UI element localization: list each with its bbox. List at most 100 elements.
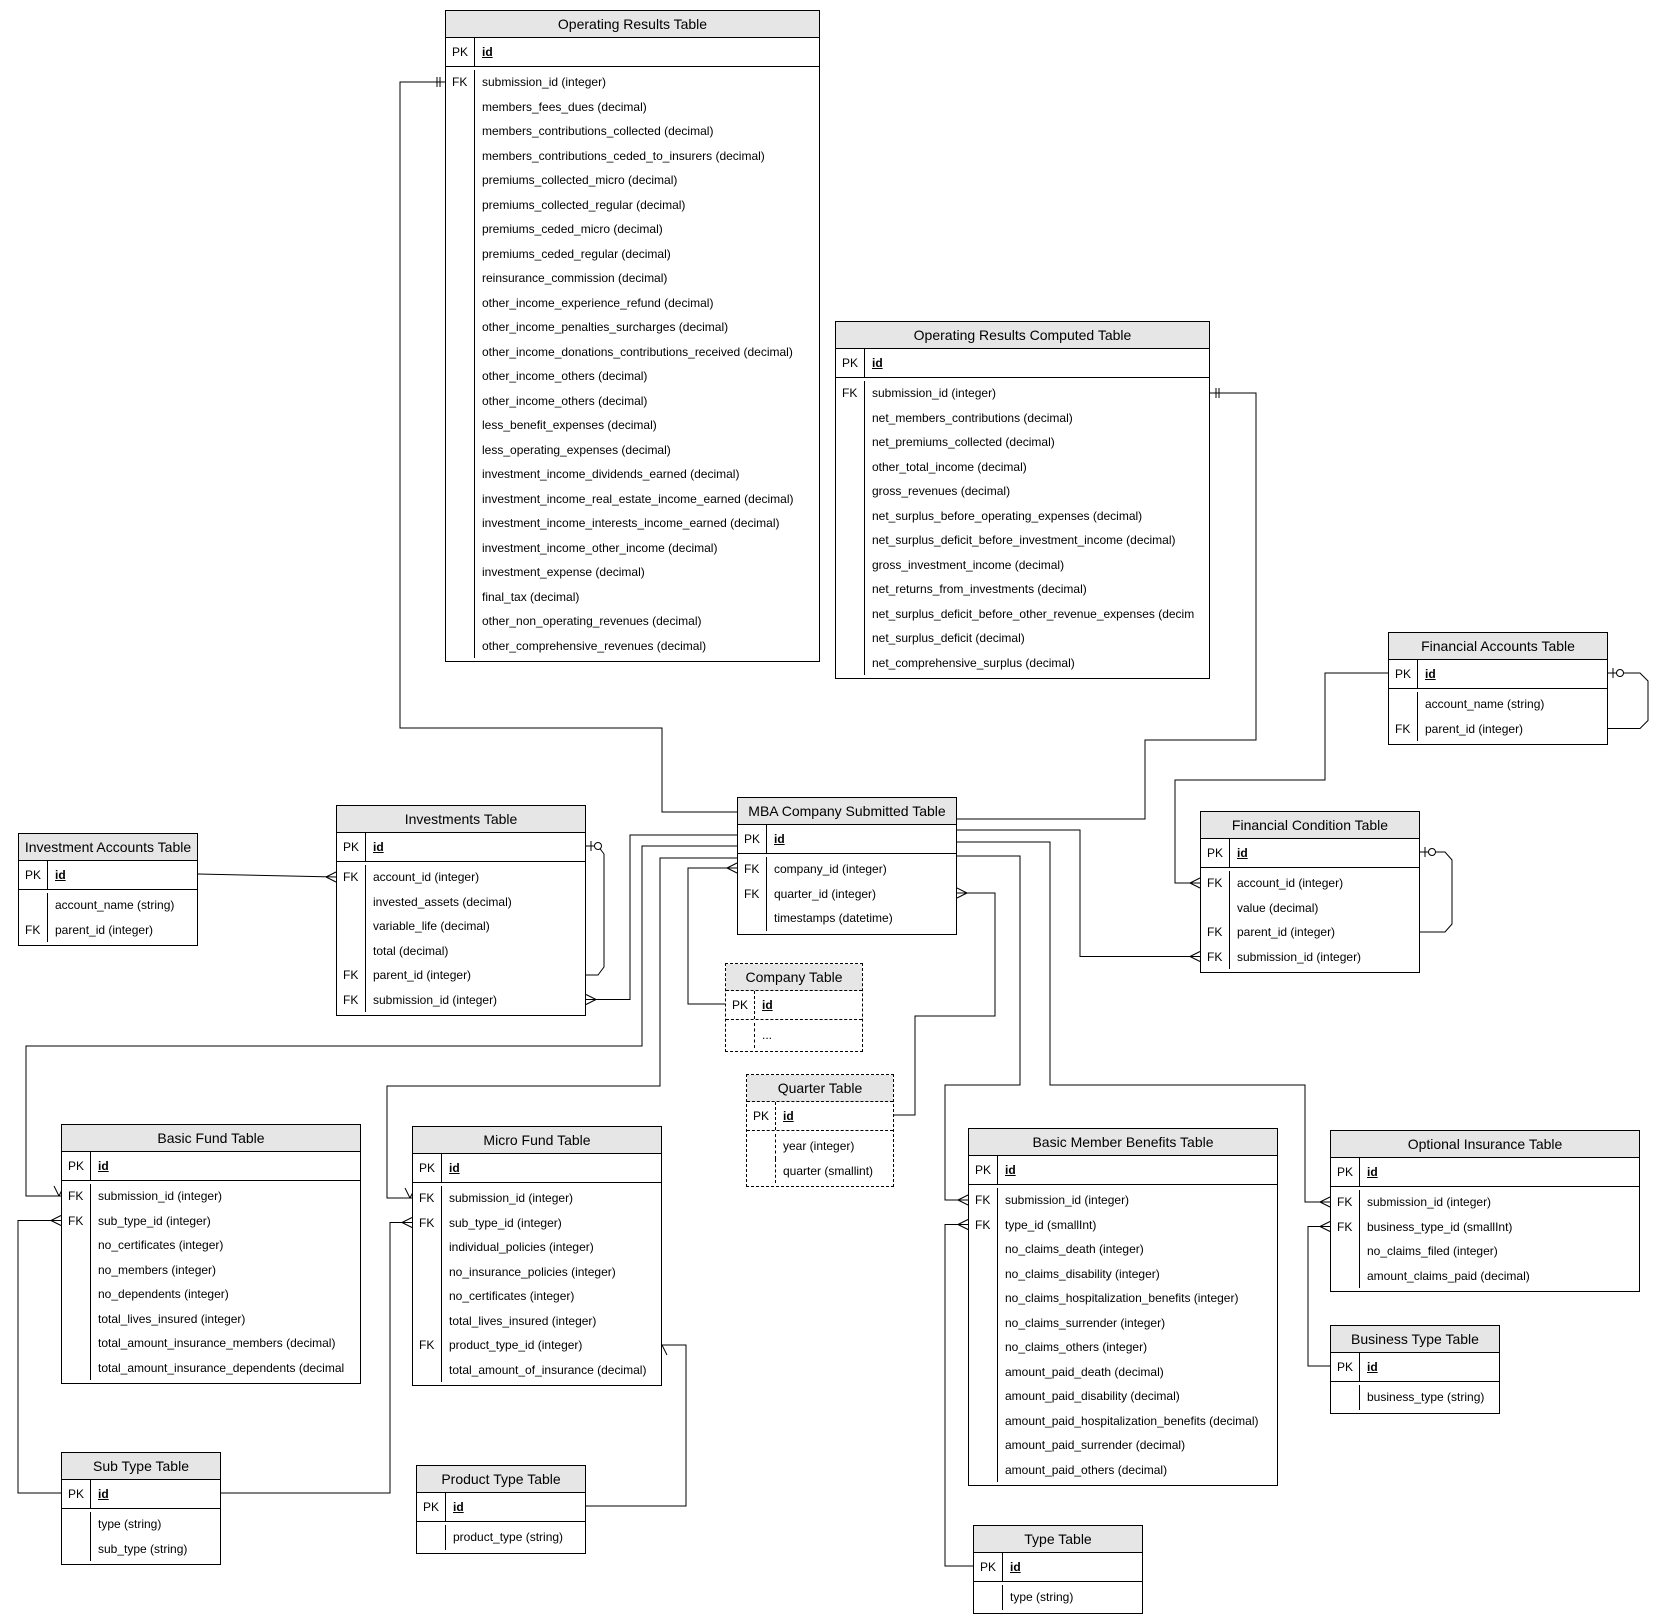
fields-section: business_type (string): [1331, 1382, 1499, 1413]
key-cell: [1389, 692, 1418, 717]
crows-foot-mark: [1319, 1226, 1331, 1232]
pk-field: id: [1425, 667, 1436, 681]
fk-label: FK: [1331, 1190, 1360, 1215]
crows-foot-mark: [957, 1199, 969, 1206]
crows-foot-mark: [956, 892, 968, 899]
fk-label: FK: [337, 987, 366, 1012]
pk-label: PK: [738, 825, 767, 853]
fk-label: FK: [969, 1212, 998, 1237]
pk-label: PK: [62, 1480, 91, 1508]
field-row: premiums_collected_regular (decimal): [446, 192, 819, 217]
field-row: other_income_others (decimal): [446, 388, 819, 413]
field-row: no_insurance_policies (integer): [413, 1259, 661, 1284]
field-row: members_contributions_collected (decimal…: [446, 119, 819, 144]
field-row: type (string): [62, 1512, 220, 1537]
crows-foot-mark: [956, 887, 968, 894]
fk-label: FK: [969, 1188, 998, 1213]
key-cell: [446, 119, 475, 144]
table-title: Company Table: [726, 964, 862, 991]
table-title: Financial Condition Table: [1201, 812, 1419, 839]
key-cell: [726, 1023, 755, 1048]
key-cell: [969, 1237, 998, 1262]
crows-foot-mark: [585, 994, 597, 1000]
table-title: Financial Accounts Table: [1389, 633, 1607, 660]
field-name: amount_paid_hospitalization_benefits (de…: [1005, 1413, 1259, 1428]
key-cell: [446, 388, 475, 413]
pk-label: PK: [726, 991, 755, 1019]
crows-foot-mark: [726, 862, 738, 869]
key-cell: [446, 486, 475, 511]
field-name: parent_id (integer): [373, 968, 472, 983]
key-cell: [836, 601, 865, 626]
field-row: net_comprehensive_surplus (decimal): [836, 650, 1209, 675]
key-cell: [62, 1233, 91, 1258]
field-name: other_total_income (decimal): [872, 459, 1027, 474]
key-cell: [1331, 1385, 1360, 1410]
field-row: members_fees_dues (decimal): [446, 94, 819, 119]
field-name: value (decimal): [1237, 900, 1319, 915]
field-row: no_claims_surrender (integer): [969, 1310, 1277, 1335]
pk-label: PK: [446, 38, 475, 66]
key-cell: [836, 430, 865, 455]
fields-section: ...: [726, 1020, 862, 1051]
key-cell: [446, 535, 475, 560]
crows-foot-mark: [585, 999, 597, 1005]
field-name: total_amount_insurance_dependents (decim…: [98, 1360, 345, 1375]
table-title: Investments Table: [337, 806, 585, 833]
field-name: other_non_operating_revenues (decimal): [482, 614, 702, 629]
field-name: account_id (integer): [1237, 876, 1344, 891]
field-row: amount_paid_others (decimal): [969, 1457, 1277, 1482]
table-title: Type Table: [974, 1526, 1142, 1553]
key-cell: [413, 1259, 442, 1284]
key-cell: [337, 938, 366, 963]
link-financial-condition-submission: [957, 829, 1200, 957]
key-cell: [969, 1433, 998, 1458]
field-row: gross_revenues (decimal): [836, 479, 1209, 504]
table-title: Basic Member Benefits Table: [969, 1129, 1277, 1156]
key-cell: [738, 906, 767, 931]
key-cell: [836, 626, 865, 651]
pk-field: id: [762, 998, 773, 1012]
key-cell: [747, 1134, 776, 1159]
pk-label: PK: [1331, 1158, 1360, 1186]
cardinality-zero-mark: [1616, 669, 1624, 677]
crows-foot-mark: [957, 1224, 969, 1230]
key-cell: [969, 1335, 998, 1360]
pk-field: id: [482, 45, 493, 59]
table-title: Product Type Table: [417, 1466, 585, 1493]
field-row: no_claims_death (integer): [969, 1237, 1277, 1262]
pk-row: PK id: [446, 38, 819, 66]
field-name: no_insurance_policies (integer): [449, 1264, 616, 1279]
fk-label: FK: [337, 865, 366, 890]
field-name: less_operating_expenses (decimal): [482, 442, 671, 457]
